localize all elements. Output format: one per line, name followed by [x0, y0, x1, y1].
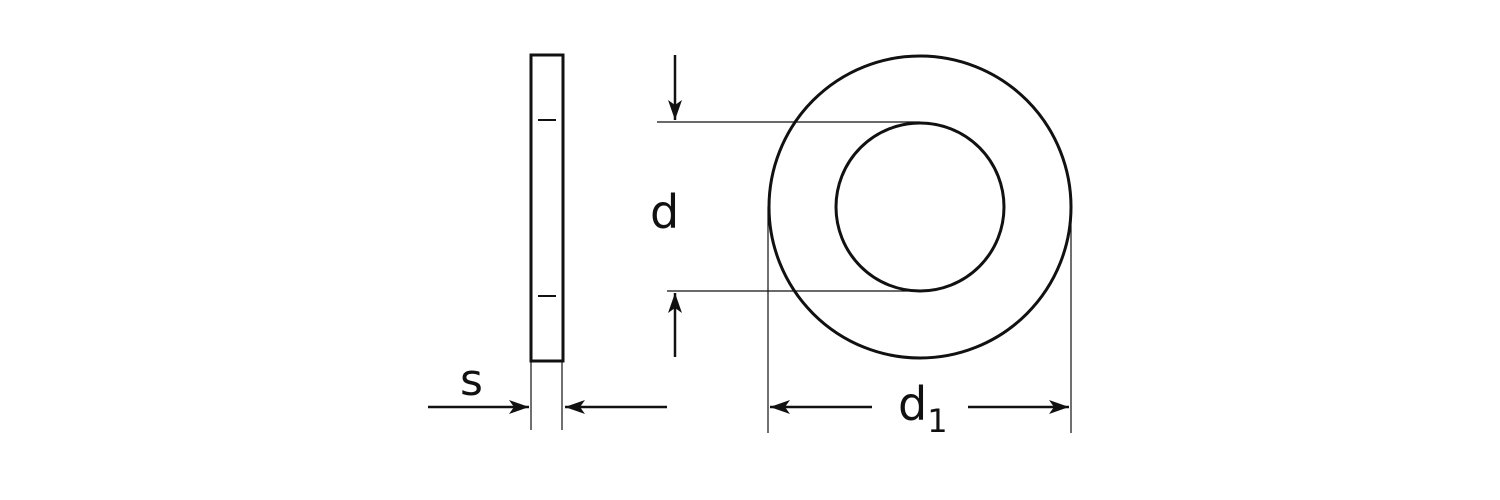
- washer-side-profile: [529, 53, 565, 363]
- thickness-dimension: s: [428, 355, 667, 430]
- inner-diameter-label: d: [650, 185, 679, 239]
- outer-diameter-dimension: d1: [767, 207, 1072, 440]
- thickness-label: s: [460, 355, 483, 406]
- outer-diameter-symbol: d: [898, 377, 927, 431]
- front-view: [767, 54, 1073, 360]
- inner-diameter-dimension: d: [650, 55, 920, 357]
- inner-circle: [834, 121, 1006, 293]
- outer-diameter-label: d1: [898, 377, 948, 440]
- outer-circle: [767, 54, 1073, 360]
- outer-diameter-subscript: 1: [927, 402, 947, 440]
- side-view: [529, 53, 565, 363]
